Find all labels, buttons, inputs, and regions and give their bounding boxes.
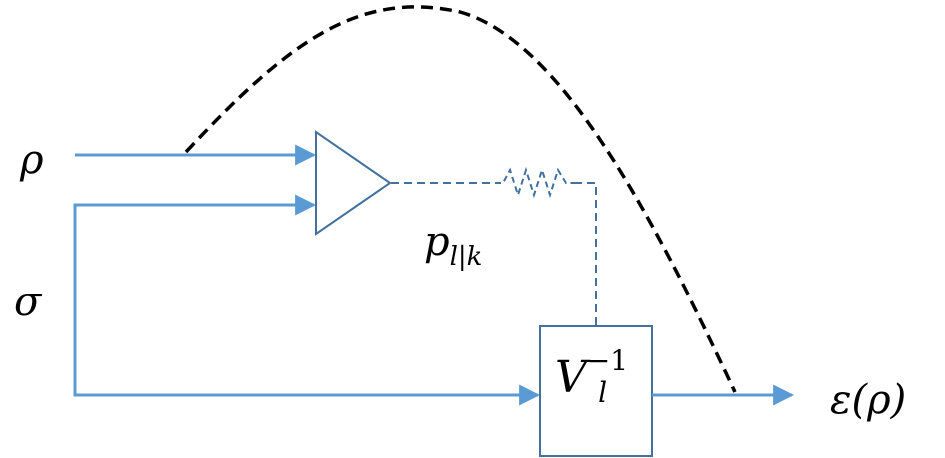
operator-subscript: l [598, 376, 608, 409]
operator-box [539, 325, 653, 457]
resistor-zigzag [495, 166, 574, 199]
probability-label: pl|k [424, 222, 482, 270]
output-label: ε(ρ) [830, 377, 907, 423]
probability-subscript: l|k [449, 242, 483, 272]
rho-label: ρ [20, 137, 44, 183]
operator-superscript: −1 [586, 344, 629, 377]
dashed-curve [184, 5, 737, 393]
operator-symbol: V [555, 352, 587, 403]
control-to-operator-line [574, 182, 597, 326]
amplifier-triangle [315, 130, 392, 236]
sigma-label: σ [14, 279, 42, 325]
probability-symbol: p [424, 219, 450, 265]
operator-label: V−1l [555, 347, 628, 407]
sigma-input-line [73, 203, 538, 397]
